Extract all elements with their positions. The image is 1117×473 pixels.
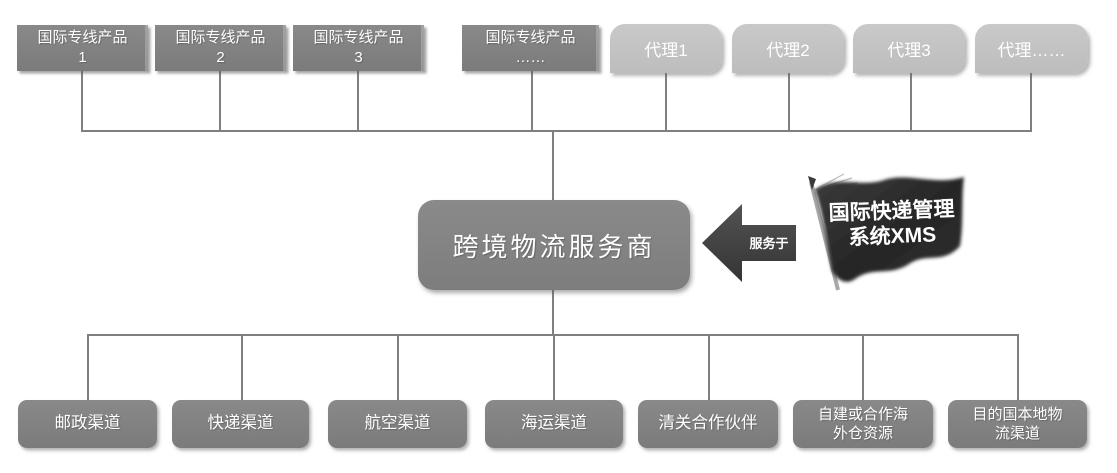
node-agent-more: 代理…… — [975, 24, 1088, 73]
connector-line — [81, 130, 1032, 132]
connector-line — [81, 71, 83, 132]
node-channel-express: 快递渠道 — [172, 400, 309, 448]
node-product-3: 国际专线产品 3 — [293, 25, 424, 71]
connector-line — [357, 71, 359, 132]
connector-line — [862, 335, 864, 400]
connector-line — [552, 289, 554, 336]
serves-arrow-label: 服务于 — [749, 236, 788, 251]
node-agent-1: 代理1 — [610, 24, 722, 73]
connector-line — [788, 73, 790, 132]
flag-cloth — [815, 177, 964, 282]
node-channel-overseas-warehouse: 自建或合作海 外仓资源 — [793, 400, 933, 448]
node-agent-3: 代理3 — [853, 24, 965, 73]
connector-line — [553, 335, 555, 400]
node-channel-postal: 邮政渠道 — [18, 400, 157, 448]
flag-title-line2: 系统XMS — [848, 222, 936, 249]
node-channel-air: 航空渠道 — [328, 400, 467, 448]
xms-system-flag: 国际快递管理 系统XMS — [808, 173, 964, 291]
connector-line — [241, 335, 243, 400]
connector-line — [1017, 335, 1019, 400]
node-central-provider: 跨境物流服务商 — [418, 200, 690, 290]
node-channel-customs: 清关合作伙伴 — [638, 400, 778, 448]
node-channel-sea: 海运渠道 — [485, 400, 623, 448]
left-arrow-shape — [702, 204, 796, 282]
connector-line — [552, 131, 554, 200]
node-agent-2: 代理2 — [732, 24, 844, 73]
node-channel-destination-local: 目的国本地物 流渠道 — [948, 400, 1087, 448]
connector-line — [708, 335, 710, 400]
node-product-2: 国际专线产品 2 — [155, 25, 286, 71]
node-product-1: 国际专线产品 1 — [17, 25, 148, 71]
connector-line — [665, 73, 667, 132]
flag-pole-tip — [808, 176, 816, 190]
connector-line — [531, 71, 533, 132]
flag-title-line1: 国际快递管理 — [828, 197, 955, 225]
connector-line — [1030, 73, 1032, 132]
connector-line — [87, 335, 89, 400]
node-product-more: 国际专线产品 …… — [462, 25, 599, 71]
connector-line — [219, 71, 221, 132]
connector-line — [910, 73, 912, 132]
connector-line — [397, 335, 399, 400]
serves-arrow: 服务于 — [702, 204, 796, 282]
